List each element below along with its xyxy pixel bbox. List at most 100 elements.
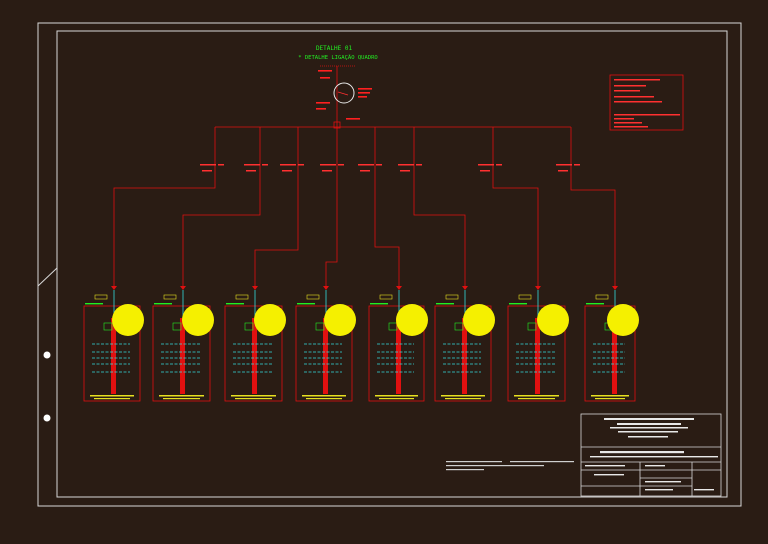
highlight-p7 (537, 304, 569, 336)
branch-label-p4 (320, 164, 336, 166)
panel-caption-b-p3 (235, 398, 272, 400)
panel-busbar-p3 (252, 318, 257, 394)
branch-label-b-p4 (338, 164, 344, 166)
panel-busbar-p8 (612, 318, 617, 394)
branch-route-p4 (325, 127, 338, 286)
feed-arrow-p1 (111, 286, 117, 290)
panel-caption-b-p7 (518, 398, 555, 400)
panel-enclosure-p3 (224, 305, 283, 402)
panels (83, 286, 639, 402)
panel-busbar-p2 (180, 318, 185, 394)
branch-sub-p1 (202, 170, 212, 172)
meter-box-p1 (103, 322, 113, 331)
outer-frame (37, 22, 742, 507)
panel-caption-b-p5 (379, 398, 414, 400)
panel-p2 (152, 286, 214, 402)
branch-sub-p3 (282, 170, 292, 172)
panel-busbar-p5 (396, 318, 401, 394)
branch-label-p6 (398, 164, 414, 166)
branch-labels (200, 164, 580, 172)
feed-arrow-p3 (252, 286, 258, 290)
branch-circuits (113, 127, 616, 286)
highlight-p4 (324, 304, 356, 336)
panel-enclosure-p8 (584, 305, 636, 402)
panel-caption-b-p1 (94, 398, 130, 400)
branch-label-b-p1 (218, 164, 224, 166)
branch-sub-p8 (558, 170, 568, 172)
highlight-p2 (182, 304, 214, 336)
panel-tag-p2 (163, 294, 177, 300)
notes-box (609, 74, 684, 131)
branch-label-b-p7 (496, 164, 502, 166)
branch-label-p1 (200, 164, 216, 166)
panel-p1 (83, 286, 144, 402)
panel-busbar-p1 (111, 318, 116, 394)
branch-sub-p5 (360, 170, 370, 172)
branch-sub-p4 (322, 170, 332, 172)
panel-caption-p1 (90, 395, 134, 397)
branch-route-p5 (374, 127, 400, 286)
highlight-p3 (254, 304, 286, 336)
highlight-p6 (463, 304, 495, 336)
panel-caption-p7 (514, 395, 559, 397)
branch-route-p3 (254, 127, 299, 286)
fold-mark (37, 267, 58, 287)
revision-strip (446, 461, 574, 471)
panel-p3 (224, 286, 286, 402)
panel-caption-p5 (375, 395, 418, 397)
feed-arrow-p7 (535, 286, 541, 290)
branch-route-p6 (413, 127, 466, 286)
panel-p8 (584, 286, 639, 402)
panel-code-p1 (85, 303, 103, 305)
meter-box-p6 (454, 322, 464, 331)
panel-caption-p3 (231, 395, 276, 397)
branch-label-b-p3 (298, 164, 304, 166)
panel-caption-p4 (302, 395, 346, 397)
feed-arrow-p8 (612, 286, 618, 290)
transformer-symbol (333, 82, 355, 104)
panel-caption-p6 (441, 395, 485, 397)
meter-box-p2 (172, 322, 182, 331)
panel-tag-p6 (445, 294, 459, 300)
panel-busbar-p4 (323, 318, 328, 394)
punch-hole-bottom (43, 414, 51, 422)
meter-box-p5 (388, 322, 398, 331)
panel-tag-p4 (306, 294, 320, 300)
meter-box-p3 (244, 322, 254, 331)
panel-caption-p2 (159, 395, 204, 397)
branch-label-b-p8 (574, 164, 580, 166)
panel-caption-p8 (591, 395, 629, 397)
punch-hole-top (43, 351, 51, 359)
panel-enclosure-p4 (295, 305, 353, 402)
drawing-title: DETALHE 01 (316, 45, 353, 52)
branch-route-p7 (492, 127, 539, 286)
highlight-p5 (396, 304, 428, 336)
panel-enclosure-p2 (152, 305, 211, 402)
inner-frame (56, 30, 728, 498)
feed-arrow-p2 (180, 286, 186, 290)
panel-busbar-p6 (462, 318, 467, 394)
branch-label-p8 (556, 164, 572, 166)
branch-route-p8 (570, 127, 616, 286)
branch-label-b-p2 (262, 164, 268, 166)
panel-caption-b-p4 (306, 398, 342, 400)
panel-tag-p5 (379, 294, 393, 300)
panel-busbar-p7 (535, 318, 540, 394)
panel-tag-p7 (518, 294, 532, 300)
panel-p4 (295, 286, 356, 402)
panel-tag-p3 (235, 294, 249, 300)
panel-caption-b-p8 (595, 398, 625, 400)
branch-sub-p6 (400, 170, 410, 172)
branch-sub-p7 (480, 170, 490, 172)
branch-label-p2 (244, 164, 260, 166)
branch-route-p2 (182, 127, 261, 286)
notes-lines (614, 79, 680, 128)
feeder-notes (316, 70, 372, 120)
title-block-text (585, 418, 718, 491)
highlight-p1 (112, 304, 144, 336)
panel-code-p3 (226, 303, 244, 305)
feed-arrow-p6 (462, 286, 468, 290)
branch-label-b-p5 (376, 164, 382, 166)
panel-p5 (368, 286, 428, 402)
